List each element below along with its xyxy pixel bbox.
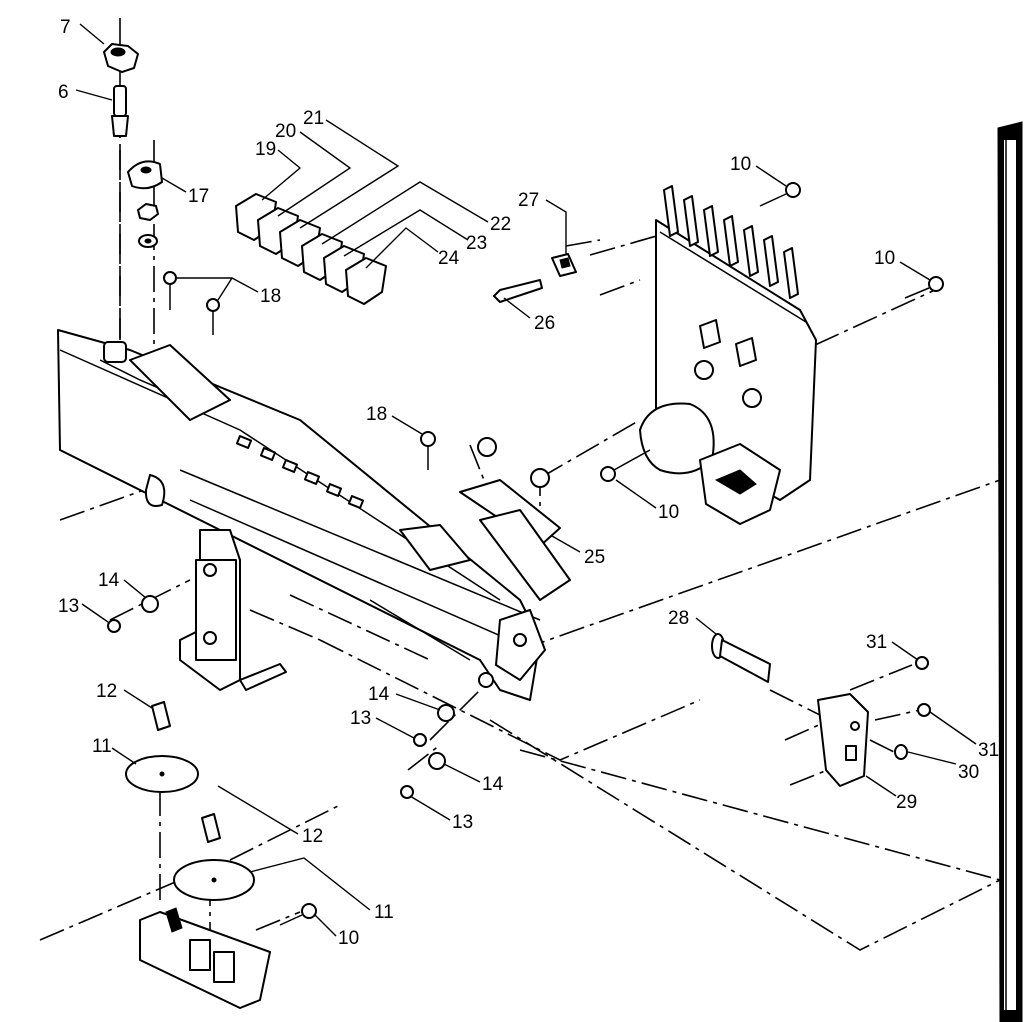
parts-30-31-hardware bbox=[894, 656, 931, 760]
callout-10-right: 10 bbox=[874, 248, 895, 269]
leader-lines bbox=[75, 23, 977, 937]
callout-10-top: 10 bbox=[730, 154, 751, 175]
callout-25: 25 bbox=[584, 547, 605, 568]
callout-7: 7 bbox=[60, 17, 71, 38]
callout-21: 21 bbox=[303, 108, 324, 129]
part-26-pin bbox=[493, 279, 543, 303]
callout-28: 28 bbox=[668, 608, 689, 629]
callout-22: 22 bbox=[490, 214, 511, 235]
callout-labels: 7 6 17 19 20 21 22 23 24 18 27 26 10 10 … bbox=[58, 17, 999, 949]
callout-12-upper: 12 bbox=[96, 681, 117, 702]
callout-29: 29 bbox=[896, 792, 917, 813]
callout-12-lower: 12 bbox=[302, 826, 323, 847]
knob-buttons-group bbox=[235, 193, 387, 305]
lower-switch-bracket bbox=[139, 907, 271, 1009]
callout-27: 27 bbox=[518, 190, 539, 211]
main-chassis-frame bbox=[57, 329, 546, 701]
callout-10-mid: 10 bbox=[658, 502, 679, 523]
callout-24: 24 bbox=[438, 248, 460, 269]
part-6-shaft bbox=[111, 85, 129, 137]
part-7-cap bbox=[103, 43, 139, 73]
callout-6: 6 bbox=[58, 82, 69, 103]
callout-14-mid: 14 bbox=[368, 684, 390, 705]
nut-washer-stack bbox=[137, 203, 159, 248]
callout-30: 30 bbox=[958, 762, 979, 783]
part-25-bracket bbox=[420, 431, 571, 601]
page-edge-bar bbox=[997, 121, 1023, 1022]
callout-13-low: 13 bbox=[452, 812, 473, 833]
display-slots bbox=[235, 435, 365, 509]
callout-19: 19 bbox=[255, 139, 276, 160]
part-17-cam bbox=[127, 160, 163, 190]
callout-18-lower: 18 bbox=[366, 404, 387, 425]
part-12-knob-upper bbox=[151, 701, 171, 731]
part-28-shaft bbox=[711, 633, 771, 683]
part-27-clip bbox=[551, 253, 577, 277]
callout-14-low: 14 bbox=[482, 774, 504, 795]
callout-11-upper: 11 bbox=[92, 736, 112, 757]
callout-17: 17 bbox=[188, 186, 209, 207]
callout-14-left: 14 bbox=[98, 570, 120, 591]
screws-18-upper bbox=[163, 271, 220, 335]
part-12-knob-lower bbox=[201, 813, 221, 843]
callout-31-lower: 31 bbox=[978, 740, 999, 761]
callout-18-upper: 18 bbox=[260, 286, 281, 307]
screws-10 bbox=[279, 182, 944, 926]
callout-11-lower: 11 bbox=[374, 902, 394, 923]
part-29-bracket bbox=[817, 693, 869, 787]
callout-10-bottom: 10 bbox=[338, 928, 359, 949]
callout-13-mid: 13 bbox=[350, 708, 371, 729]
callout-13-left: 13 bbox=[58, 596, 79, 617]
callout-31-upper: 31 bbox=[866, 632, 887, 653]
lower-bracket-support bbox=[179, 529, 287, 691]
callout-20: 20 bbox=[275, 121, 296, 142]
callout-26: 26 bbox=[534, 313, 555, 334]
pcb-assembly bbox=[600, 185, 817, 525]
part-11-disc-lower bbox=[173, 859, 255, 901]
part-11-disc-upper bbox=[125, 755, 199, 793]
callout-23: 23 bbox=[466, 233, 487, 254]
screws-13-washers-14 bbox=[107, 595, 455, 799]
